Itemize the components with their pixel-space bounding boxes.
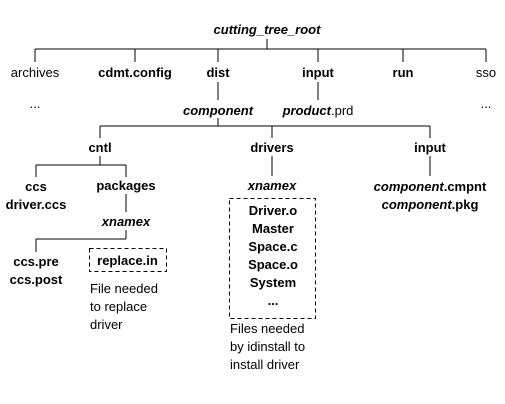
cdmt-config-file: cdmt.config [98, 65, 172, 80]
driver-files-list: Driver.o Master Space.c Space.o System .… [230, 202, 316, 310]
cntl-directory: cntl [88, 140, 112, 155]
dist-directory: dist [206, 65, 230, 80]
root-directory: cutting_tree_root [213, 22, 321, 37]
component-input-directory: input [414, 140, 446, 155]
sso-ellipsis: ... [480, 96, 492, 111]
component-cmpnt-file: component.cmpnt [373, 179, 487, 194]
input-directory: input [302, 65, 334, 80]
space-c-file: Space.c [248, 239, 298, 254]
system-file: System [249, 275, 297, 290]
driver-ccs-file: driver.ccs [5, 197, 67, 212]
archives-directory: archives [10, 65, 60, 80]
product-name: product [282, 103, 331, 118]
packages-xnamex-directory: xnamex [101, 214, 151, 229]
sso-directory: sso [475, 65, 497, 80]
packages-directory: packages [96, 178, 156, 193]
product-ext: .prd [330, 103, 354, 118]
ccs-pre-post-files: ccs.pre ccs.post [0, 253, 72, 289]
ccs-post-file: ccs.post [9, 272, 63, 287]
master-file: Master [252, 221, 294, 236]
component-directory: component [182, 103, 254, 118]
ccs-files: ccs driver.ccs [0, 178, 72, 214]
drivers-note: Files needed by idinstall to install dri… [230, 321, 306, 372]
replace-in-file: replace.in [97, 253, 158, 268]
replace-note: File needed to replace driver [90, 281, 158, 332]
drivers-directory: drivers [250, 140, 294, 155]
archives-ellipsis: ... [29, 96, 41, 111]
space-o-file: Space.o [248, 257, 298, 272]
ccs-file: ccs [25, 179, 47, 194]
driver-o-file: Driver.o [248, 203, 298, 218]
ccs-pre-file: ccs.pre [13, 254, 59, 269]
run-directory: run [392, 65, 414, 80]
drivers-xnamex-directory: xnamex [247, 178, 297, 193]
component-pkg-file: component.pkg [381, 197, 479, 212]
product-prd-file: product.prd [263, 103, 373, 118]
driver-files-ellipsis: ... [267, 293, 279, 308]
component-input-files: component.cmpnt component.pkg [360, 178, 500, 214]
